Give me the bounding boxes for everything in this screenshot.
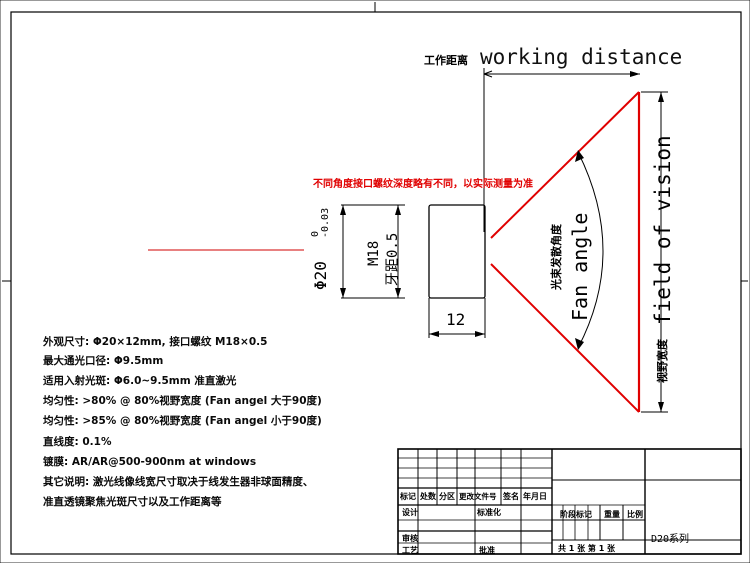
spec-straightness: 直线度: 0.1% bbox=[43, 436, 112, 448]
spec-uniformity-2: 均匀性: >85% @ 80%视野宽度 (Fan angel 小于90度) bbox=[43, 415, 322, 427]
spec-coating: 镀膜: AR/AR@500-900nm at windows bbox=[43, 456, 257, 468]
fan-angle-arc bbox=[577, 151, 604, 349]
length-label: 12 bbox=[446, 310, 465, 329]
spec-input-spot: 适用入射光斑: Φ6.0~9.5mm 准直激光 bbox=[43, 375, 237, 387]
diameter-label: Φ20 bbox=[311, 261, 330, 290]
tolerance-upper: 0 bbox=[310, 231, 321, 237]
beam-edge-bottom bbox=[490, 263, 640, 413]
fan-angle-label: Fan angle bbox=[568, 213, 592, 321]
spec-dimensions: 外观尺寸: Φ20×12mm, 接口螺纹 M18×0.5 bbox=[43, 336, 268, 348]
beam-edge-top bbox=[490, 91, 640, 239]
working-distance-label: working distance bbox=[480, 45, 682, 69]
fan-angle-cn-label: 光束发散角度 bbox=[549, 223, 563, 291]
spec-uniformity-1: 均匀性: >80% @ 80%视野宽度 (Fan angel 大于90度) bbox=[43, 395, 322, 407]
spec-aperture: 最大通光口径: Φ9.5mm bbox=[43, 355, 164, 367]
tolerance-lower: -0.03 bbox=[320, 208, 331, 238]
working-distance-cn-label: 工作距离 bbox=[424, 53, 468, 67]
field-of-vision-cn-label: 视野宽度 bbox=[655, 338, 669, 383]
spec-note-1: 其它说明: 激光线像线宽尺寸取决于线发生器非球面精度、 bbox=[43, 476, 314, 488]
title-block bbox=[397, 448, 742, 555]
spec-note-2: 准直透镜聚焦光斑尺寸以及工作距离等 bbox=[43, 496, 222, 508]
drawing-frame bbox=[10, 11, 742, 555]
thread-label: M18 bbox=[366, 241, 382, 266]
lens-body bbox=[428, 204, 486, 299]
thread-depth-note: 不同角度接口螺纹深度略有不同，以实际测量为准 bbox=[313, 177, 533, 190]
thread-pitch-label: 牙距0.5 bbox=[385, 233, 401, 286]
field-of-vision-label: field of vision bbox=[651, 135, 675, 325]
